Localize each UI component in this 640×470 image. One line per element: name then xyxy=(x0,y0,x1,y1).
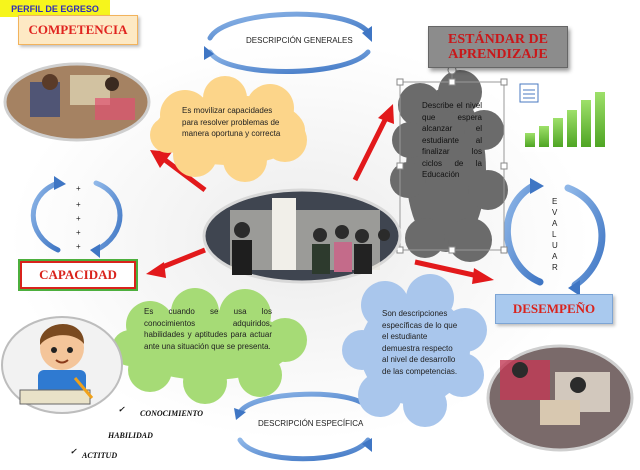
student-illustration xyxy=(1,316,123,414)
node-competencia: COMPETENCIA xyxy=(18,15,138,45)
left-cycle-arrows xyxy=(30,180,123,253)
cloud-competencia xyxy=(150,76,307,182)
photo-competencia xyxy=(3,62,151,142)
right-cycle-arrows xyxy=(503,181,606,289)
checklist-item: HABILIDAD xyxy=(108,431,153,440)
text-capacidad: Es cuando se usa los conocimientos adqui… xyxy=(144,307,272,351)
node-desempeno: DESEMPEÑO xyxy=(495,294,613,324)
red-arrows xyxy=(146,104,494,284)
checkmark-icon: ✓ xyxy=(70,447,77,456)
checklist-item: ACTITUD xyxy=(82,451,118,460)
node-perfil-egreso: PERFIL DE EGRESO xyxy=(0,0,110,17)
cloud-desempeno xyxy=(342,274,487,427)
label-descripcion-generales: DESCRIPCIÓN GENERALES xyxy=(246,36,353,45)
top-cycle-arrows xyxy=(207,11,371,74)
photo-perfil xyxy=(202,188,402,284)
text-competencia: Es movilizar capacidades para resolver p… xyxy=(182,106,281,138)
checkmark-icon: ✓ xyxy=(118,405,125,414)
plus-sign: + xyxy=(76,242,81,251)
label-descripcion-especifica: DESCRIPCIÓN ESPECÍFICA xyxy=(258,419,364,428)
plus-sign: + xyxy=(76,214,81,223)
evaluar-letter: A xyxy=(552,252,558,261)
text-estandar: Describe el nivel que espera alcanzar el… xyxy=(422,101,482,179)
checklist-item: CONOCIMIENTO xyxy=(140,409,203,418)
selection-handles xyxy=(396,65,508,254)
text-desempeno: Son descripciones específicas de lo que … xyxy=(382,309,458,376)
evaluar-letter: V xyxy=(552,208,558,217)
evaluar-letter: U xyxy=(552,241,558,250)
evaluar-letter: L xyxy=(552,230,557,239)
node-capacidad: CAPACIDAD xyxy=(18,259,138,291)
evaluar-letter: A xyxy=(552,219,558,228)
evaluar-letter: R xyxy=(552,263,558,272)
plus-sign: + xyxy=(76,228,81,237)
node-estandar: ESTÁNDAR DE APRENDIZAJE xyxy=(428,26,568,68)
photo-desempeno xyxy=(486,344,634,452)
cloud-estandar xyxy=(390,70,508,262)
cloud-capacidad xyxy=(112,288,307,404)
plus-sign: + xyxy=(76,200,81,209)
evaluar-letter: E xyxy=(552,197,558,206)
plus-sign: + xyxy=(76,184,81,193)
bar-chart-icon xyxy=(519,80,606,152)
